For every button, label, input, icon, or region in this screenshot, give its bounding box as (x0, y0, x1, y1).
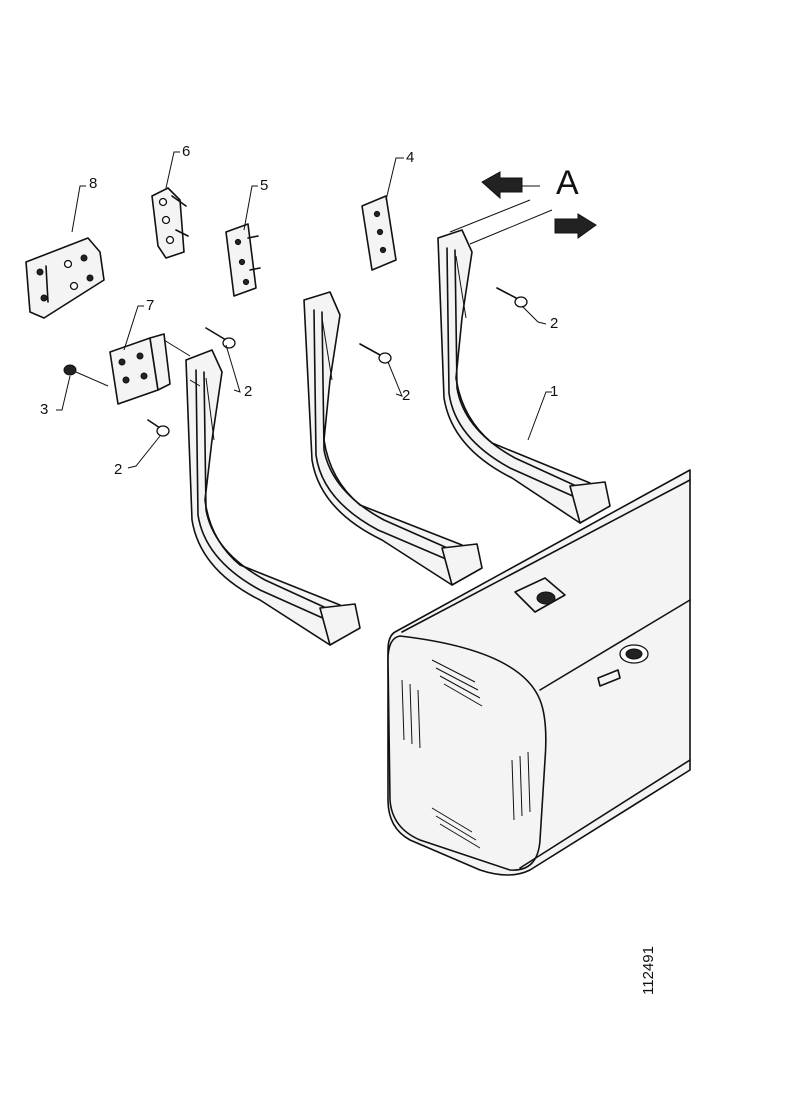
callout-2-middle: 2 (402, 387, 410, 404)
callout-7: 7 (146, 297, 154, 314)
mounting-bracket-5 (225, 223, 261, 297)
view-label-a: A (556, 164, 579, 202)
mounting-plate-4 (361, 195, 397, 271)
callout-3: 3 (40, 401, 48, 418)
callout-2-front-lower: 2 (114, 461, 122, 478)
fuel-tank (387, 469, 691, 876)
bolt-rear (496, 287, 528, 308)
callout-2-rear: 2 (550, 315, 558, 332)
mounting-bracket-7 (109, 333, 191, 405)
tank-bracket-rear (437, 229, 611, 524)
callout-5: 5 (260, 177, 268, 194)
callout-1: 1 (550, 383, 558, 400)
tank-rib-bottom (431, 807, 481, 849)
bolt-front-lower (147, 419, 170, 437)
bolt-front-upper (205, 327, 236, 349)
callout-2-front-upper: 2 (244, 383, 252, 400)
filler-cap-icon (619, 644, 649, 664)
callout-6: 6 (182, 143, 190, 160)
callout-8: 8 (89, 175, 97, 192)
view-line-a2 (469, 209, 553, 245)
nut (63, 364, 109, 387)
mounting-bracket-8 (25, 237, 105, 319)
tank-bracket-middle (303, 291, 483, 586)
drawing-number: 112491 (640, 946, 657, 995)
tank-bracket-front (185, 349, 361, 646)
mounting-bracket-6 (151, 187, 189, 259)
view-arrow-lower (554, 213, 597, 239)
tank-rib-left (401, 679, 421, 749)
vent-slot (597, 669, 621, 687)
bolt-middle (359, 343, 392, 364)
callout-4: 4 (406, 149, 414, 166)
view-arrow-upper (481, 171, 540, 200)
view-line-a1 (449, 199, 531, 233)
tank-rib-right (511, 751, 531, 821)
tank-rib-top (431, 659, 483, 707)
leader-lines (56, 151, 552, 469)
sender-unit-icon (514, 577, 566, 613)
